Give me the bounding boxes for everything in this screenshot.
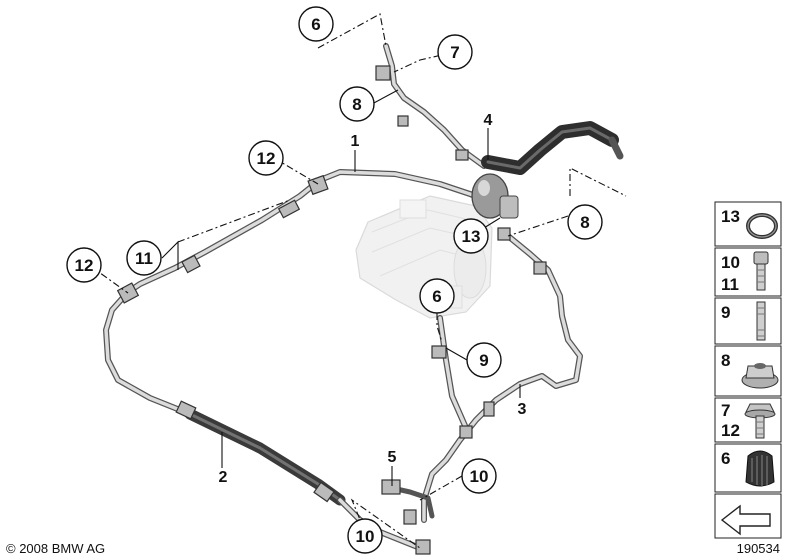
callout-10-right: 10: [461, 458, 497, 494]
svg-text:8: 8: [580, 213, 589, 232]
receiver-dryer: [471, 173, 519, 219]
pipe-upper: [383, 43, 487, 169]
svg-text:9: 9: [721, 303, 730, 322]
svg-text:12: 12: [257, 149, 276, 168]
label-2: 2: [219, 469, 228, 486]
hex-flange-bolt-icon: [744, 403, 776, 439]
svg-text:12: 12: [75, 256, 94, 275]
callout-13: 13: [453, 218, 489, 254]
diagram-id: 190534: [737, 541, 780, 556]
callout-6-top: 6: [298, 6, 334, 42]
flange-nut-icon: [741, 363, 779, 389]
callout-10-bottom: 10: [347, 518, 383, 554]
svg-text:6: 6: [721, 449, 730, 468]
legend-row-nut: 8: [714, 345, 782, 397]
label-3: 3: [518, 401, 527, 418]
callout-8-right: 8: [567, 204, 603, 240]
svg-text:9: 9: [479, 351, 488, 370]
callout-12-left: 12: [66, 247, 102, 283]
legend-row-screw: 10 11: [714, 247, 782, 297]
callout-6-mid: 6: [419, 278, 455, 314]
parts-legend: 13 10 11 9 8: [714, 201, 782, 539]
svg-text:11: 11: [721, 275, 739, 294]
callout-11: 11: [126, 240, 162, 276]
callout-8-top: 8: [339, 86, 375, 122]
pipe-line-5: [389, 485, 435, 519]
svg-text:12: 12: [721, 421, 740, 440]
svg-text:13: 13: [462, 227, 481, 246]
svg-text:6: 6: [432, 287, 441, 306]
legend-row-cap: 6: [714, 443, 782, 493]
svg-text:10: 10: [721, 253, 740, 272]
legend-row-bolt: 7 12: [714, 397, 782, 443]
ac-pipes: [103, 43, 624, 551]
legend-row-seal: 13: [714, 201, 782, 247]
svg-text:7: 7: [450, 43, 459, 62]
svg-text:7: 7: [721, 401, 730, 420]
callout-7: 7: [437, 34, 473, 70]
svg-text:10: 10: [356, 527, 375, 546]
pipe-line-4-hose: [481, 121, 624, 175]
svg-text:6: 6: [311, 15, 320, 34]
fittings: [116, 65, 547, 555]
label-1: 1: [351, 133, 360, 150]
svg-text:10: 10: [470, 467, 489, 486]
callout-9: 9: [466, 342, 502, 378]
svg-text:13: 13: [721, 207, 740, 226]
label-5: 5: [388, 449, 397, 466]
svg-text:8: 8: [721, 351, 730, 370]
protective-cap-icon: [745, 450, 775, 487]
legend-row-arrow: [714, 493, 782, 539]
copyright: © 2008 BMW AG: [6, 541, 105, 556]
pipe-line-3: [421, 233, 583, 523]
direction-arrow-icon: [720, 504, 771, 536]
label-4: 4: [484, 112, 493, 129]
svg-text:11: 11: [135, 249, 153, 268]
svg-text:8: 8: [352, 95, 361, 114]
stud-bolt-icon: [756, 301, 766, 341]
hex-socket-screw-icon: [753, 251, 769, 291]
callout-12-upper: 12: [248, 140, 284, 176]
legend-row-stud: 9: [714, 297, 782, 345]
